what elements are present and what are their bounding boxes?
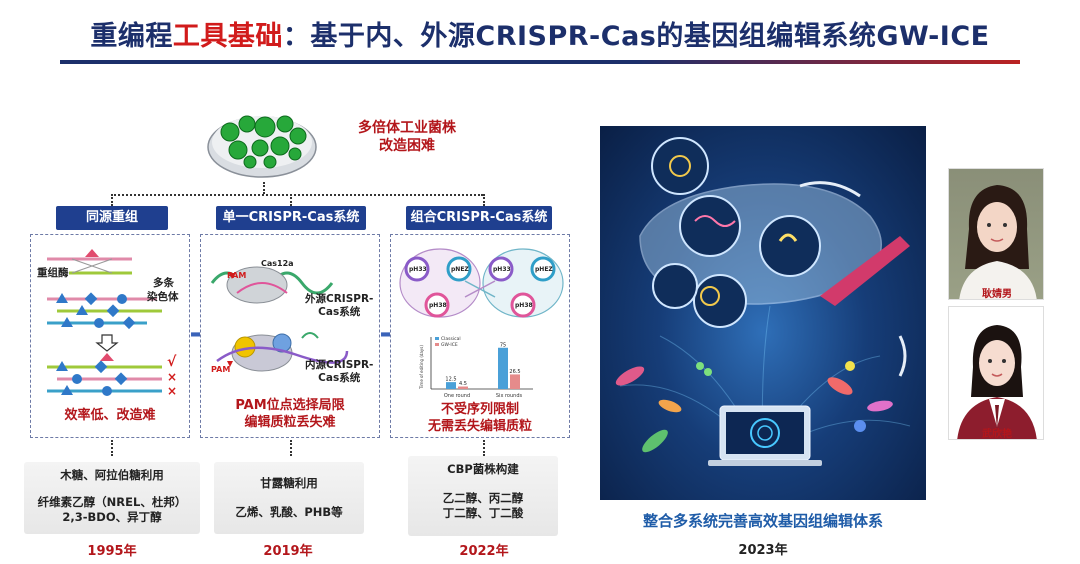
svg-text:×: × bbox=[167, 370, 177, 384]
chart-ylabel: Time of editing (days) bbox=[419, 345, 424, 390]
combined-caption-line-1: 不受序列限制 bbox=[440, 402, 519, 417]
year-2022: 2022年 bbox=[459, 544, 509, 559]
researcher-name-2: 武欣艳 bbox=[982, 429, 1012, 440]
crispr-cas-diagram bbox=[210, 266, 349, 372]
legend-classical: Classical bbox=[441, 336, 461, 342]
bar-gw-ice-1 bbox=[510, 374, 520, 389]
single-crispr-caption-line-1: PAM位点选择局限 bbox=[235, 398, 345, 413]
top-caption-line-2: 改造困难 bbox=[379, 138, 435, 154]
bar-data-label: 26.5 bbox=[509, 369, 520, 375]
method-heading-homologous: 同源重组 bbox=[56, 206, 168, 230]
method-heading-single-crispr: 单一CRISPR-Cas系统 bbox=[216, 206, 366, 230]
chromosome-label-line-2: 染色体 bbox=[147, 291, 179, 303]
polyploid-cell-illustration bbox=[205, 102, 320, 182]
title-highlight: 工具基础 bbox=[172, 21, 283, 52]
connector-left bbox=[111, 194, 113, 206]
plasmid-label: pNEZ bbox=[451, 266, 469, 273]
endogenous-crispr-label: 内源CRISPR- Cas系统 bbox=[305, 359, 373, 385]
plasmid-label: pH33 bbox=[493, 266, 511, 273]
combined-crispr-caption: 不受序列限制 无需丢失编辑质粒 bbox=[391, 401, 569, 435]
svg-text:×: × bbox=[167, 384, 177, 398]
pam-label: PAM bbox=[227, 271, 247, 280]
title-part-3: ：基于内、外源CRISPR-Cas的基因组编辑系统GW-ICE bbox=[282, 21, 990, 52]
exogenous-crispr-label: 外源CRISPR- Cas系统 bbox=[305, 293, 373, 319]
plasmid-cycle-diagram bbox=[399, 248, 564, 318]
legend-swatch-gwice bbox=[435, 343, 439, 346]
applications-box-2022: CBP菌株构建 乙二醇、丙二醇 丁二醇、丁二酸 bbox=[408, 456, 558, 536]
application-item: 乙二醇、丙二醇 bbox=[442, 491, 524, 505]
x-tick-six-rounds: Six rounds bbox=[496, 393, 523, 399]
recombinase-label: 重组酶 bbox=[37, 267, 69, 280]
page-title: 重编程工具基础：基于内、外源CRISPR-Cas的基因组编辑系统GW-ICE bbox=[0, 14, 1080, 53]
method-heading-combined-crispr: 组合CRISPR-Cas系统 bbox=[406, 206, 552, 230]
integration-caption: 整合多系统完善高效基因组编辑体系 bbox=[642, 512, 883, 530]
applications-box-1995: 木糖、阿拉伯糖利用 纤维素乙醇（NREL、杜邦） 2,3-BDO、异丁醇 bbox=[24, 462, 200, 534]
recombination-diagram: √ × × bbox=[47, 249, 177, 398]
down-connector bbox=[111, 440, 113, 456]
plasmid-label: pH33 bbox=[409, 266, 427, 273]
genome-editing-illustration bbox=[600, 126, 926, 500]
legend-swatch-classical bbox=[435, 337, 439, 340]
bar-classical-0 bbox=[446, 382, 456, 389]
svg-text:√: √ bbox=[167, 354, 177, 370]
bar-classical-1 bbox=[498, 347, 508, 389]
application-item: 2,3-BDO、异丁醇 bbox=[62, 510, 162, 524]
application-item: 纤维素乙醇（NREL、杜邦） bbox=[37, 495, 187, 509]
combined-caption-line-2: 无需丢失编辑质粒 bbox=[427, 419, 532, 434]
chromosome-label-line-1: 多条 bbox=[153, 277, 174, 289]
panel-combined-crispr: pH33 pNEZ pH38 pH33 pHEZ pH38 Time of ed… bbox=[390, 234, 570, 438]
down-connector bbox=[483, 440, 485, 456]
connector-middle bbox=[290, 194, 292, 206]
bar-gw-ice-0 bbox=[458, 386, 468, 389]
application-item: 丁二醇、丁二酸 bbox=[442, 506, 524, 520]
bar-data-label: 4.5 bbox=[459, 381, 467, 387]
title-rule bbox=[60, 60, 1020, 64]
researcher-name-1: 耿婧男 bbox=[982, 289, 1012, 300]
endogenous-line-1: 内源CRISPR- bbox=[305, 359, 374, 371]
single-crispr-caption-line-2: 编辑质粒丢失难 bbox=[244, 415, 336, 430]
homologous-caption: 效率低、改造难 bbox=[64, 408, 156, 423]
applications-box-2019: 甘露糖利用 乙烯、乳酸、PHB等 bbox=[214, 462, 364, 534]
title-part-1: 重编程 bbox=[90, 21, 173, 52]
bar-data-label: 75 bbox=[500, 342, 506, 348]
panel-single-crispr: PAM Cas12a 外源CRISPR- Cas系统 PAM 内源CRISPR-… bbox=[200, 234, 380, 438]
connector-horizontal bbox=[111, 194, 483, 196]
panel-homologous: √ × × 重组酶 多条 染色体 效率低、改造难 bbox=[30, 234, 190, 438]
x-tick-one-round: One round bbox=[444, 393, 470, 399]
year-1995: 1995年 bbox=[87, 544, 137, 559]
application-item: 乙烯、乳酸、PHB等 bbox=[235, 505, 343, 519]
endogenous-line-2: Cas系统 bbox=[318, 372, 361, 384]
bar-data-label: 12.5 bbox=[445, 377, 456, 383]
application-item: 甘露糖利用 bbox=[260, 476, 318, 490]
pam-label-2: PAM bbox=[211, 365, 231, 374]
connector-right bbox=[483, 194, 485, 206]
plasmid-label: pH38 bbox=[515, 302, 533, 309]
plasmid-label: pHEZ bbox=[535, 266, 553, 273]
connector-stem bbox=[263, 182, 265, 194]
plasmid-label: pH38 bbox=[429, 302, 447, 309]
exogenous-line-1: 外源CRISPR- bbox=[305, 293, 374, 305]
single-crispr-caption: PAM位点选择局限 编辑质粒丢失难 bbox=[201, 397, 379, 431]
year-2019: 2019年 bbox=[263, 544, 313, 559]
cas12a-label: Cas12a bbox=[261, 259, 294, 268]
application-item: CBP菌株构建 bbox=[447, 462, 519, 476]
top-caption-line-1: 多倍体工业菌株 bbox=[358, 120, 456, 136]
legend-gwice: GW-ICE bbox=[441, 342, 458, 348]
exogenous-line-2: Cas系统 bbox=[318, 306, 361, 318]
researcher-photo-1: 耿婧男 bbox=[948, 168, 1044, 300]
polyploid-strain-caption: 多倍体工业菌株 改造困难 bbox=[352, 119, 462, 155]
editing-time-chart: Time of editing (days) Classical GW-ICE … bbox=[419, 336, 533, 399]
researcher-photo-2: 武欣艳 bbox=[948, 306, 1044, 440]
application-item: 木糖、阿拉伯糖利用 bbox=[60, 468, 164, 482]
year-2023: 2023年 bbox=[738, 543, 788, 558]
down-connector bbox=[290, 440, 292, 456]
